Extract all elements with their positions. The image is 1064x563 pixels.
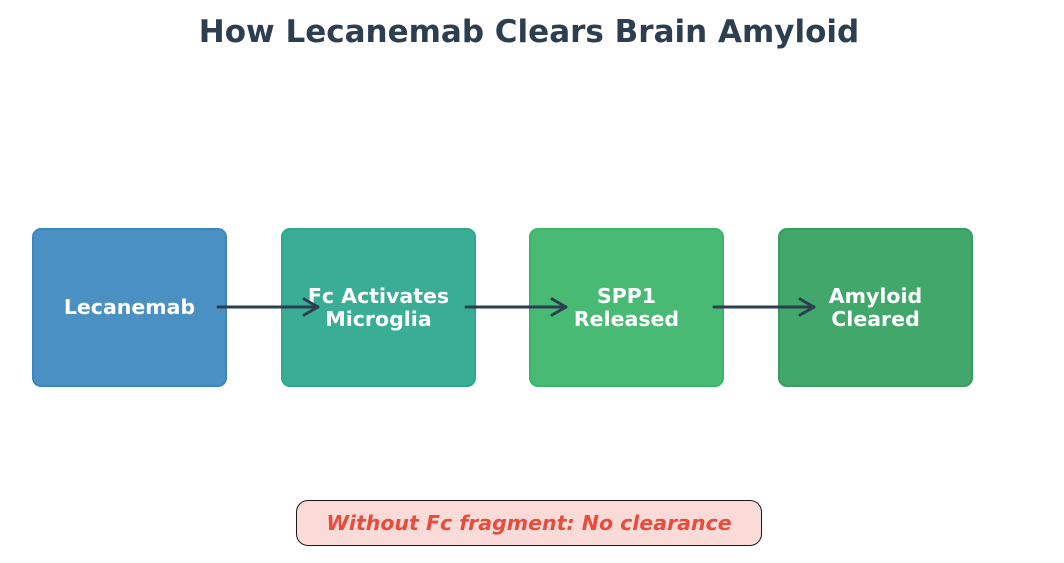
step-amyloid-cleared: Amyloid Cleared: [778, 228, 973, 387]
step-lecanemab: Lecanemab: [32, 228, 227, 387]
step-fc-activates-microglia: Fc Activates Microglia: [281, 228, 476, 387]
step-spp1-released: SPP1 Released: [529, 228, 724, 387]
diagram-title: How Lecanemab Clears Brain Amyloid: [198, 14, 860, 50]
warning-note: Without Fc fragment: No clearance: [296, 500, 762, 546]
